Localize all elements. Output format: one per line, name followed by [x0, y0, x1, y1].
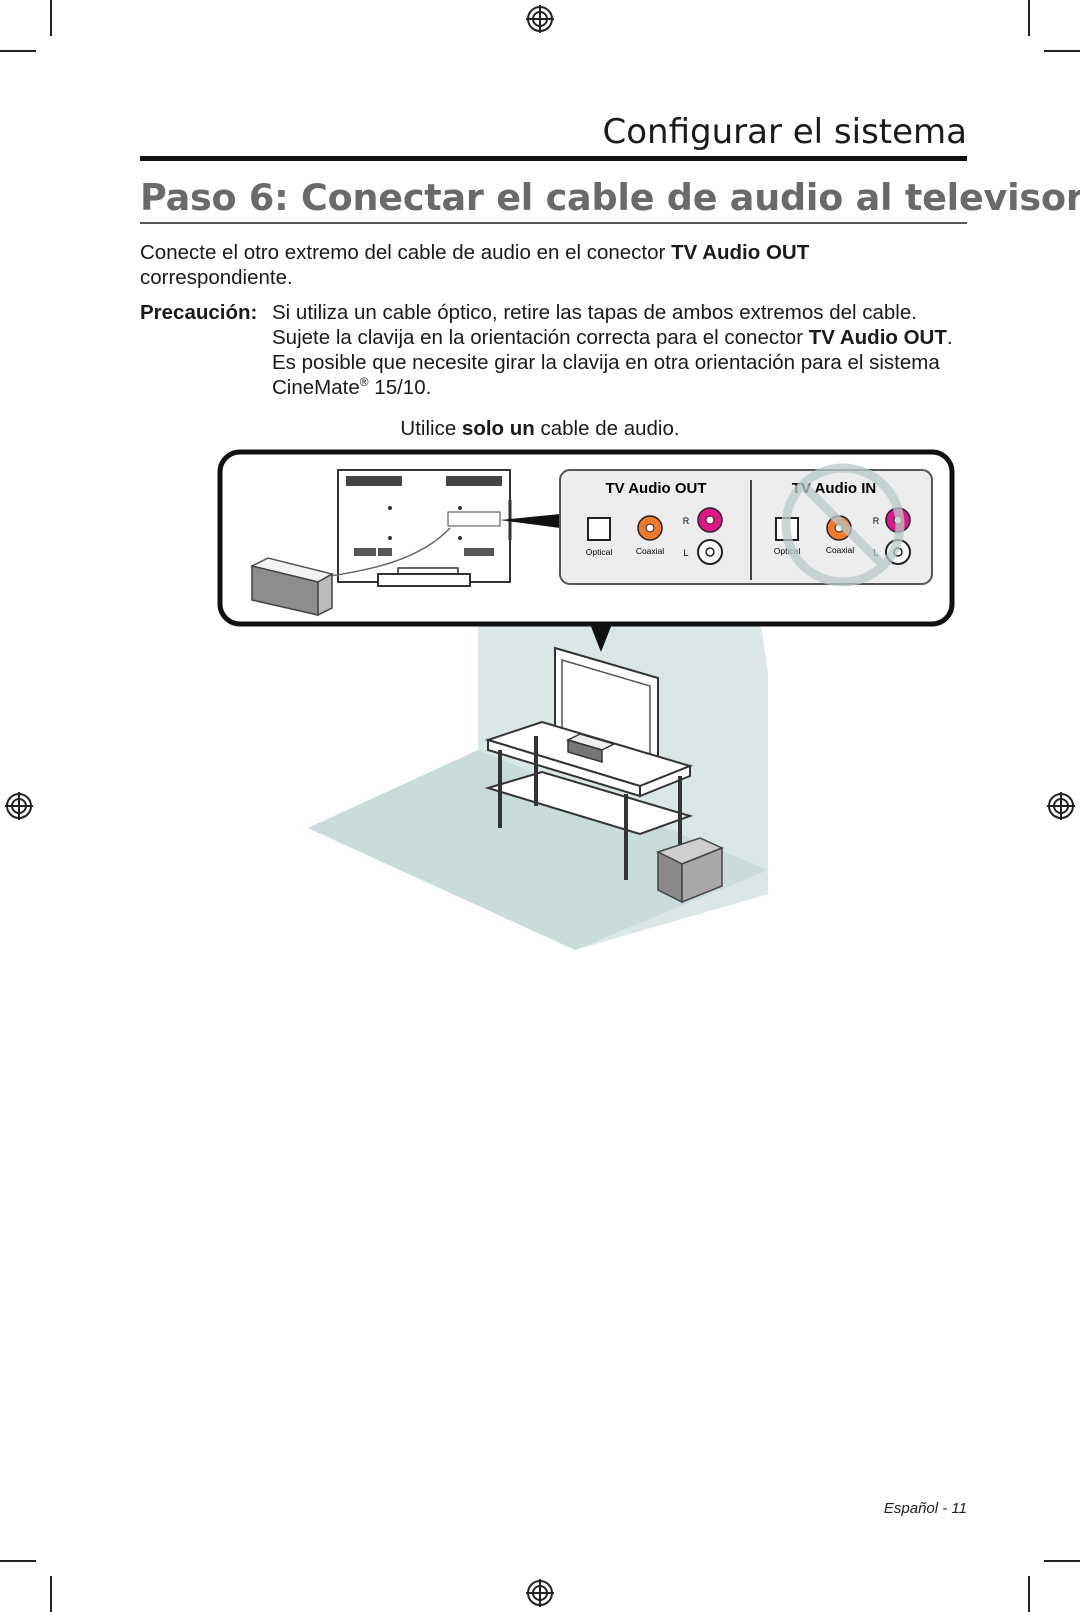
- crop-mark: [1028, 1576, 1030, 1612]
- right-label: R: [873, 516, 880, 526]
- callout-pointer: [590, 624, 612, 652]
- step-title: Paso 6: Conectar el cable de audio al te…: [140, 176, 1080, 219]
- registration-mark-icon: [526, 5, 554, 33]
- tv-stand-illustration: [484, 646, 694, 880]
- note-text: Utilice: [400, 417, 462, 440]
- connection-illustration: TV Audio OUT Optical Coaxial R L TV Audi…: [217, 449, 955, 950]
- prohibited-icon: [781, 463, 905, 587]
- title-rule: [140, 222, 967, 224]
- caution-text-part: Si utiliza un cable óptico, retire las t…: [272, 301, 917, 349]
- note-emphasis: solo un: [461, 417, 535, 440]
- header-rule: [140, 156, 967, 161]
- crop-mark: [0, 1560, 36, 1562]
- registration-mark-icon: [526, 1579, 554, 1607]
- tv-audio-out-label: TV Audio OUT: [605, 480, 706, 497]
- optical-label: Optical: [586, 547, 613, 557]
- caution-text-part: 15/10.: [368, 376, 432, 399]
- note-text: cable de audio.: [534, 417, 680, 440]
- connector-name: TV Audio OUT: [808, 326, 947, 349]
- tv-rear-illustration: [337, 469, 512, 587]
- registration-mark-icon: [1047, 792, 1075, 820]
- crop-mark: [1028, 0, 1030, 36]
- zoom-pointer: [500, 514, 560, 528]
- right-label: R: [683, 516, 690, 526]
- crop-mark: [0, 50, 36, 52]
- left-label: L: [683, 548, 688, 558]
- crop-mark: [1044, 1560, 1080, 1562]
- optical-port-icon: [587, 517, 611, 541]
- caution-label: Precaución:: [140, 301, 258, 324]
- optical-label: Optical: [774, 546, 801, 556]
- connector-name: TV Audio OUT: [671, 241, 810, 264]
- tv-audio-out-group: TV Audio OUT Optical Coaxial R L: [586, 480, 723, 565]
- coaxial-label: Coaxial: [636, 546, 664, 556]
- soundbar-illustration: [249, 557, 334, 617]
- instruction-text: correspondiente.: [140, 266, 293, 289]
- crop-mark: [1044, 50, 1080, 52]
- connector-panel: [559, 469, 933, 585]
- crop-mark: [50, 0, 52, 36]
- single-cable-note: Utilice solo un cable de audio.: [0, 417, 1080, 441]
- page-number: Español - 11: [883, 1500, 967, 1517]
- section-title: Configurar el sistema: [602, 112, 968, 152]
- caution-text-part: . Es posible que necesite girar la clavi…: [272, 326, 953, 399]
- audio-cable: [329, 527, 451, 577]
- crop-mark: [50, 1576, 52, 1612]
- registration-mark-icon: [5, 792, 33, 820]
- coaxial-label: Coaxial: [826, 545, 854, 555]
- caution-text: Si utiliza un cable óptico, retire las t…: [272, 300, 962, 400]
- instruction-paragraph: Conecte el otro extremo del cable de aud…: [140, 240, 960, 290]
- bass-module-illustration: [656, 837, 724, 904]
- registered-mark: ®: [359, 375, 369, 389]
- instruction-text: Conecte el otro extremo del cable de aud…: [140, 241, 672, 264]
